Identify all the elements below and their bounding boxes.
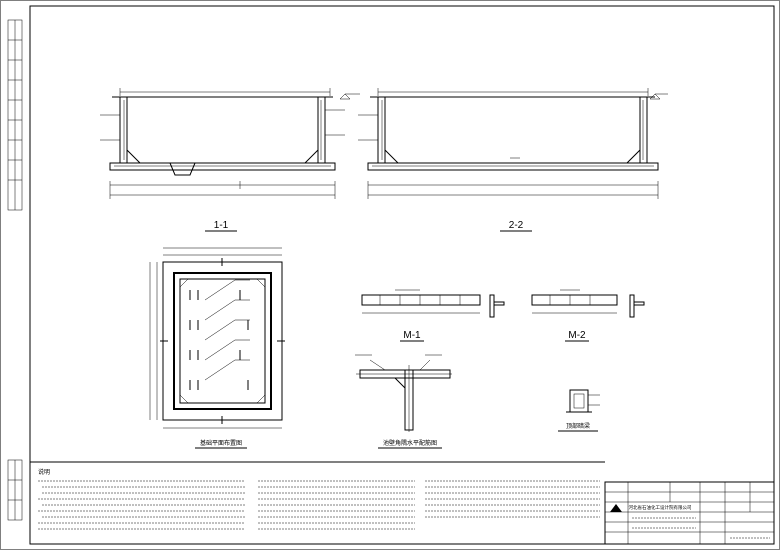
detail-m1: M-1 xyxy=(361,289,505,342)
title-block: 河北省石油化工设计院有限公司 xyxy=(604,481,775,545)
detail-m2: M-2 xyxy=(531,289,645,342)
company-logo-icon xyxy=(610,504,622,512)
foundation-plan: 基础平面布置图 xyxy=(149,247,285,449)
notes-block: 说明 xyxy=(30,461,605,530)
pool-corner-detail: 池壁角隅水平配筋图 xyxy=(355,354,452,449)
coping-label: 顶部暗梁 xyxy=(566,422,590,430)
coping-detail: 顶部暗梁 xyxy=(558,389,600,432)
section-2-2-label: 2-2 xyxy=(509,220,524,231)
pool-corner-label: 池壁角隅水平配筋图 xyxy=(383,439,437,447)
notes-heading: 说明 xyxy=(38,468,50,476)
section-1-1-label: 1-1 xyxy=(214,220,229,231)
drawing-frame xyxy=(29,5,775,545)
company-name: 河北省石油化工设计院有限公司 xyxy=(629,504,692,511)
foundation-plan-label: 基础平面布置图 xyxy=(200,439,242,447)
binding-strip xyxy=(7,19,23,521)
section-1-1: 1-1 xyxy=(100,88,360,232)
m2-label: M-2 xyxy=(568,330,586,341)
m1-label: M-1 xyxy=(403,330,421,341)
section-2-2: 2-2 xyxy=(358,88,668,232)
